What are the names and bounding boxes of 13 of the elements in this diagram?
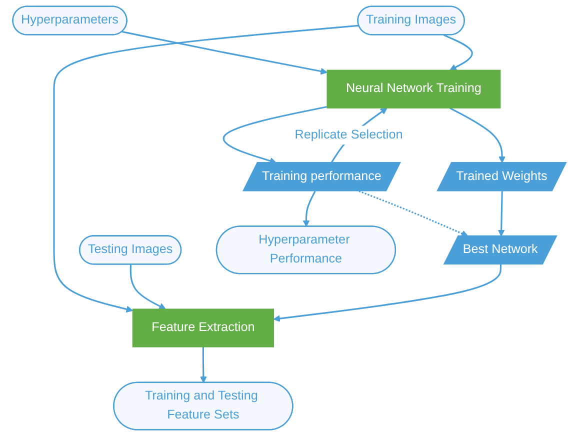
arrow	[444, 34, 473, 70]
edge-label: Replicate Selection	[294, 128, 403, 142]
arrow	[273, 264, 502, 322]
arrow	[358, 190, 468, 237]
arrow	[122, 30, 328, 75]
node-box: Feature Extraction	[132, 308, 274, 348]
arrow	[53, 24, 360, 313]
arrow	[200, 346, 207, 384]
arrow	[498, 191, 505, 236]
arrow	[449, 107, 506, 164]
arrow	[302, 190, 316, 227]
arrow	[130, 264, 166, 310]
node-box: Neural Network Training	[326, 70, 501, 108]
